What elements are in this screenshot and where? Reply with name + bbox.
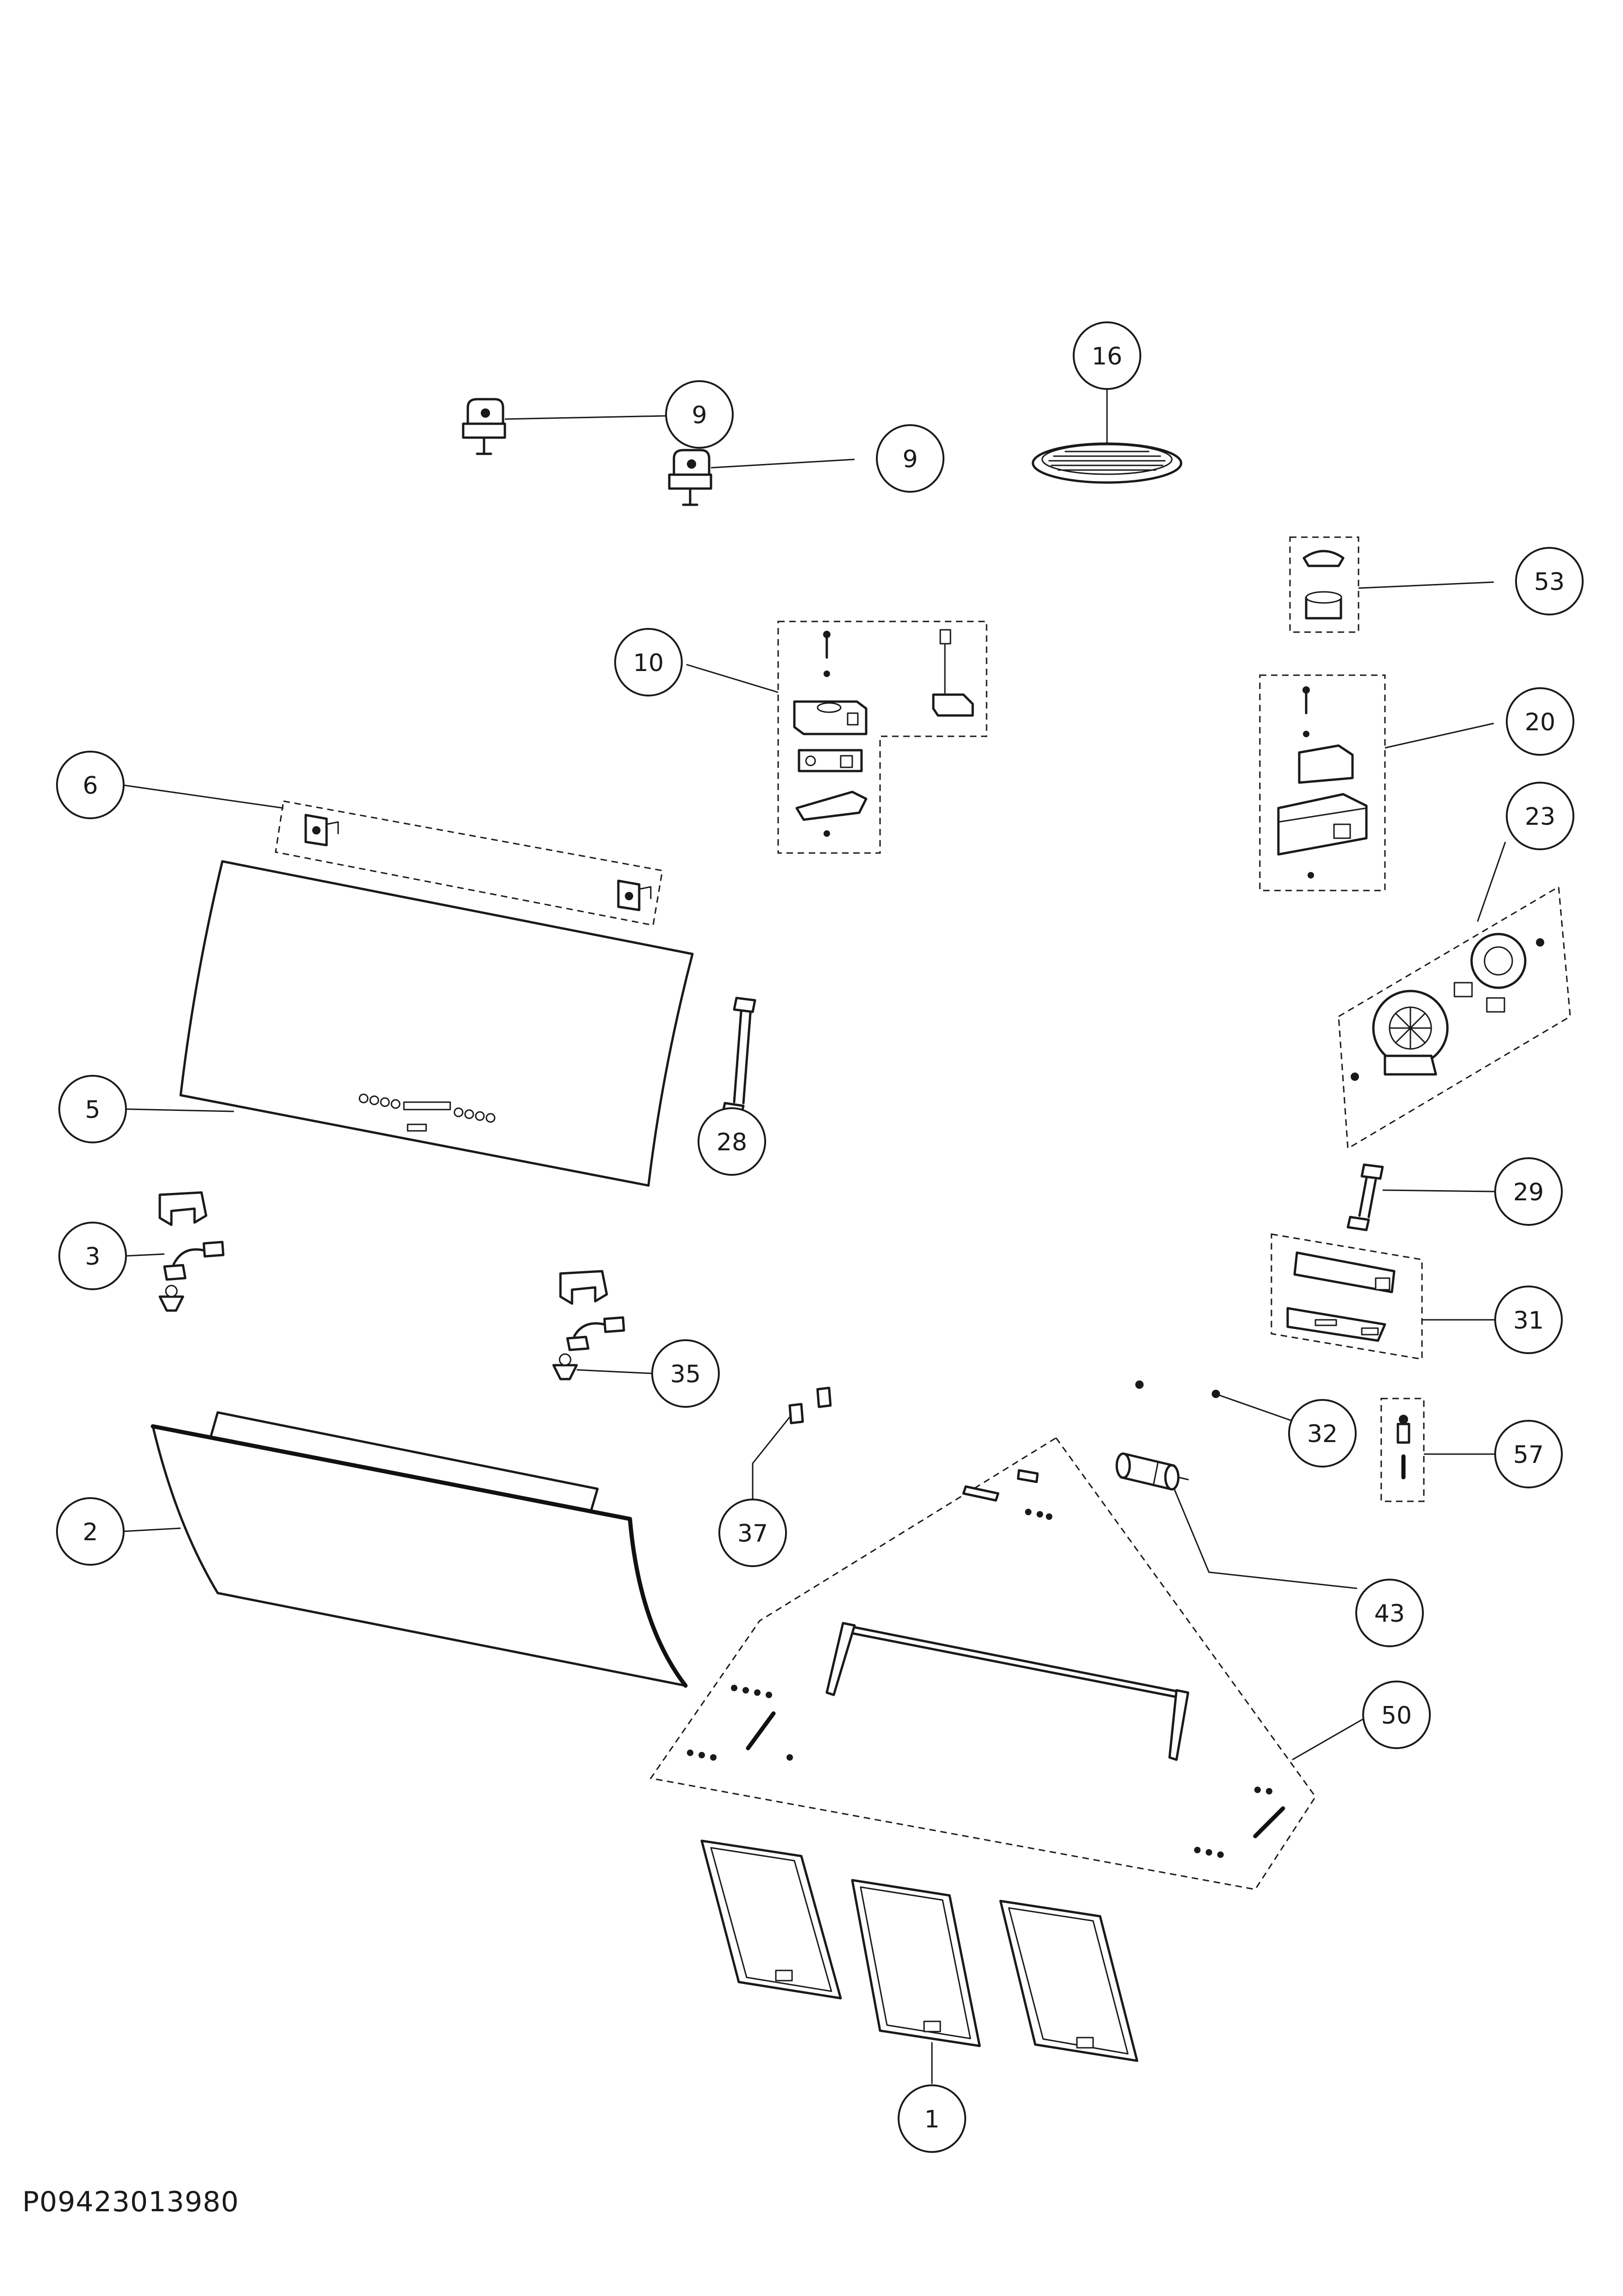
part-9-bracket-a [462,398,506,455]
svg-text:28: 28 [717,1129,747,1156]
callout-1: 1 [898,2084,966,2153]
callout-20: 20 [1506,687,1574,756]
callout-9-b: 9 [876,424,944,493]
callout-35: 35 [651,1339,720,1408]
callout-10: 10 [614,628,683,696]
part-2-lower-panel [151,1411,688,1688]
part-28-gas-strut [721,997,756,1117]
callout-3: 3 [58,1222,127,1290]
svg-text:50: 50 [1381,1702,1412,1730]
svg-text:16: 16 [1092,343,1122,370]
svg-text:57: 57 [1513,1441,1544,1469]
part-6-hinge-brackets [275,800,663,926]
svg-text:37: 37 [737,1520,768,1548]
part-53-knob-set [1289,536,1359,633]
part-16-round-grid [1032,442,1183,484]
callout-32: 32 [1288,1399,1357,1468]
svg-text:23: 23 [1525,803,1555,831]
svg-text:9: 9 [692,401,707,429]
control-buttons [359,1093,496,1132]
part-1-grease-filters [700,1839,1139,2062]
callout-43: 43 [1355,1579,1424,1647]
svg-text:6: 6 [82,772,98,800]
part-23-motor-assembly [1338,885,1571,1150]
svg-text:20: 20 [1525,709,1555,736]
part-5-front-panel [179,860,694,1187]
callout-16: 16 [1073,321,1141,390]
leader-lines [121,382,1506,2084]
part-57-fastener [1380,1398,1425,1502]
part-35-lamp-assembly [552,1270,625,1380]
callout-2: 2 [56,1497,125,1566]
callout-29: 29 [1494,1157,1563,1226]
callout-50: 50 [1362,1681,1431,1749]
part-50-support-frame-set [649,1437,1316,1890]
svg-text:3: 3 [85,1243,100,1271]
part-29-gas-strut [1346,1163,1384,1231]
callout-23: 23 [1506,782,1574,850]
svg-text:5: 5 [85,1096,100,1124]
part-20-electronic-box [1259,674,1386,891]
svg-text:9: 9 [902,445,918,473]
svg-text:32: 32 [1307,1420,1338,1448]
part-37-clips [788,1386,832,1424]
svg-text:43: 43 [1374,1600,1405,1628]
callout-57: 57 [1494,1420,1563,1488]
callout-31: 31 [1494,1286,1563,1354]
svg-text:1: 1 [924,2106,939,2133]
svg-text:2: 2 [82,1518,98,1546]
svg-text:53: 53 [1534,568,1565,596]
drawing-code: P09423013980 [22,2186,239,2218]
part-10-control-assembly [777,621,988,854]
callout-37: 37 [718,1499,787,1567]
svg-text:10: 10 [633,649,664,677]
part-31-control-board [1271,1233,1423,1360]
callout-5: 5 [58,1075,127,1143]
svg-text:29: 29 [1513,1179,1544,1206]
part-43-capacitor [1115,1452,1189,1491]
part-3-lamp-assembly [158,1191,225,1312]
part-9-bracket-b [668,449,712,506]
svg-text:35: 35 [670,1361,701,1388]
part-32-screws [1135,1380,1220,1398]
callout-9-a: 9 [665,380,734,449]
callout-6: 6 [56,751,125,819]
svg-text:31: 31 [1513,1307,1544,1335]
callout-28: 28 [698,1107,766,1176]
callout-53: 53 [1515,547,1584,615]
